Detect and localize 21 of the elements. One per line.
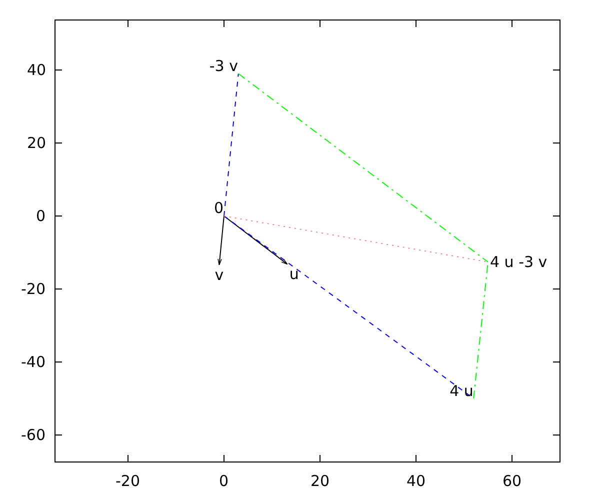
tick-label: 60 [502, 473, 522, 489]
tick-label: 40 [406, 473, 426, 489]
tick-label: -40 [21, 354, 46, 370]
tick-label: -20 [116, 473, 140, 489]
point-label: 0 [214, 200, 224, 216]
tick-label: 40 [27, 62, 46, 78]
tick-label: -60 [21, 427, 46, 443]
point-label: 4 u -3 v [490, 254, 548, 270]
tick-label: 0 [219, 473, 229, 489]
point-label: v [214, 266, 224, 283]
tick-label: 0 [36, 208, 46, 224]
tick-label: -20 [21, 281, 46, 297]
connector-line [224, 216, 488, 262]
point-label: -3 v [209, 58, 238, 74]
point-label: u [289, 266, 299, 282]
connector-line [238, 73, 488, 262]
tick-label: 20 [310, 473, 330, 489]
point-label: 4 u [450, 382, 474, 398]
connector-line [224, 73, 239, 216]
tick-label: 20 [27, 135, 46, 151]
vector-arrow [218, 216, 224, 266]
